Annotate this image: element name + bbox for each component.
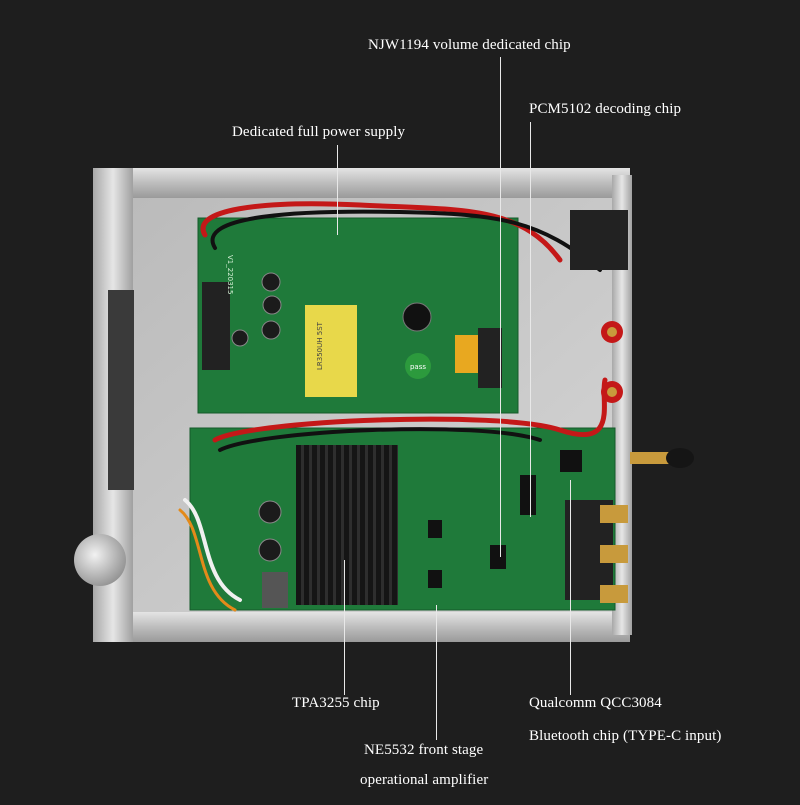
label-power-supply: Dedicated full power supply bbox=[232, 124, 406, 140]
power-supply-board: LR350UH 5ST pass V1_220315 bbox=[197, 217, 519, 414]
label-tpa3255: TPA3255 chip bbox=[292, 695, 380, 711]
leader-decoding bbox=[530, 122, 531, 517]
leader-qualcomm bbox=[570, 480, 571, 695]
capacitor-marking: pass bbox=[410, 363, 426, 371]
label-pcm5102: PCM5102 decoding chip bbox=[529, 101, 682, 117]
psu-marking: V1_220315 bbox=[226, 255, 234, 294]
label-qualcomm-line1: Qualcomm QCC3084 bbox=[529, 695, 662, 711]
wiring bbox=[178, 201, 608, 612]
leader-power bbox=[337, 145, 338, 235]
rear-connectors bbox=[570, 210, 694, 603]
label-qualcomm-line2: Bluetooth chip (TYPE-C input) bbox=[529, 728, 722, 744]
leader-tpa3255 bbox=[344, 560, 345, 695]
label-ne5532-line1: NE5532 front stage bbox=[364, 742, 484, 758]
leader-ne5532 bbox=[436, 605, 437, 740]
label-njw1194: NJW1194 volume dedicated chip bbox=[368, 37, 571, 53]
transformer-marking: LR350UH 5ST bbox=[316, 321, 324, 370]
label-ne5532-line2: operational amplifier bbox=[360, 772, 489, 788]
main-amplifier-board bbox=[189, 427, 616, 611]
leader-volume bbox=[500, 57, 501, 557]
